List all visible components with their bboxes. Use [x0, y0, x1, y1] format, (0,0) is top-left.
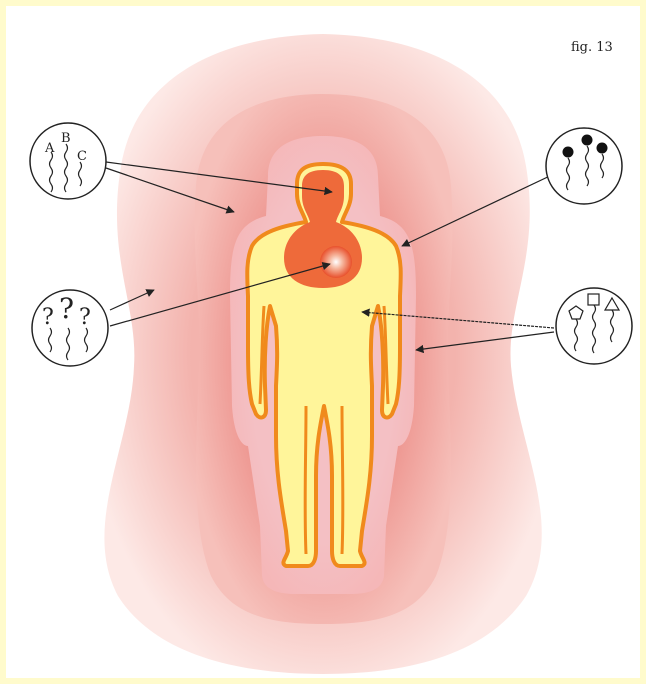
leg-line-right	[342, 406, 343, 554]
aura-diagram: A B C ? ? ?	[6, 6, 640, 678]
question-glyph-1: ?	[42, 305, 54, 330]
figure-canvas: A B C ? ? ?	[6, 6, 640, 678]
callout-bead-strands	[546, 128, 622, 204]
question-glyph-3: ?	[79, 305, 91, 330]
heart-core	[320, 246, 352, 278]
callout-abc-strands: A B C	[30, 123, 106, 199]
question-glyph-2: ?	[59, 292, 74, 325]
leg-line-left	[305, 406, 306, 554]
callout-question-strands: ? ? ?	[32, 290, 108, 366]
callout-shape-strands	[556, 288, 632, 364]
strand-label-b: B	[61, 131, 71, 146]
strand-label-c: C	[77, 149, 87, 164]
figure-label: fig. 13	[571, 40, 613, 55]
strand-label-a: A	[44, 141, 55, 156]
